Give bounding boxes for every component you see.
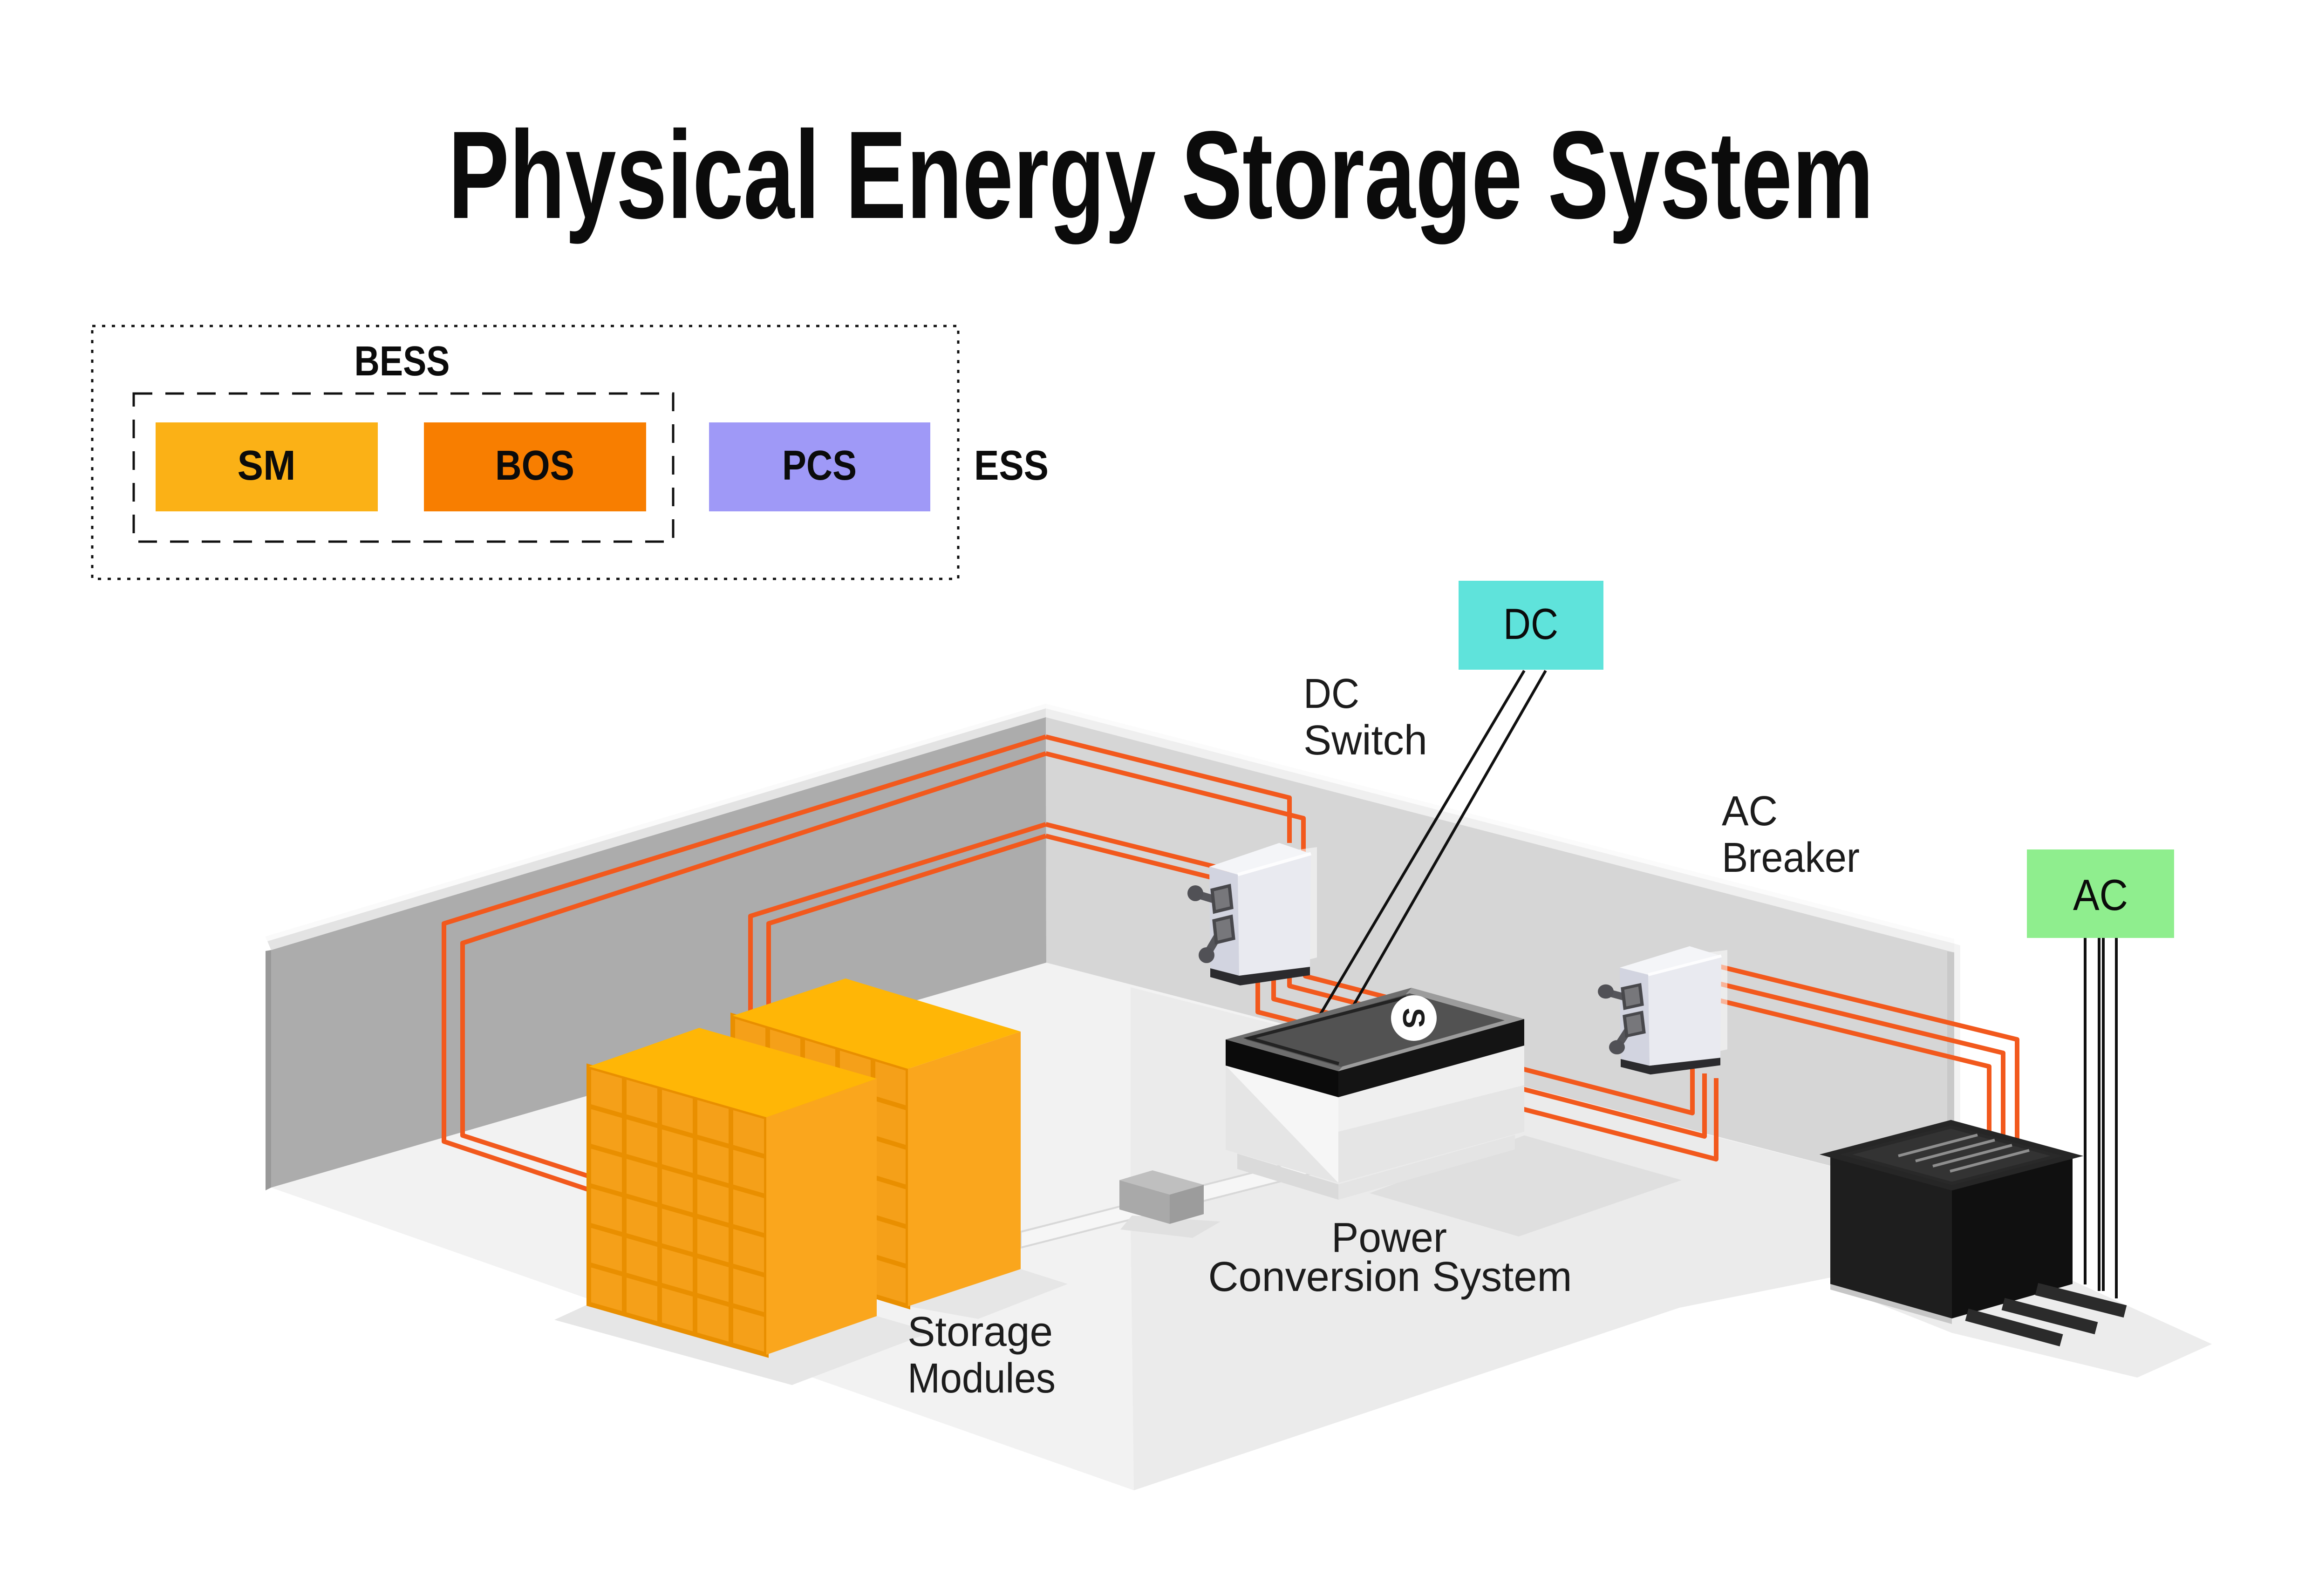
svg-text:Conversion System: Conversion System bbox=[1208, 1254, 1572, 1300]
svg-text:BESS: BESS bbox=[355, 338, 450, 385]
svg-text:Breaker: Breaker bbox=[1722, 835, 1860, 881]
svg-text:BOS: BOS bbox=[495, 442, 574, 489]
svg-text:Power: Power bbox=[1331, 1215, 1447, 1261]
svg-text:Storage: Storage bbox=[907, 1309, 1053, 1355]
svg-text:PCS: PCS bbox=[782, 442, 857, 489]
svg-text:AC: AC bbox=[2073, 870, 2128, 919]
svg-text:ESS: ESS bbox=[974, 442, 1049, 489]
svg-text:Modules: Modules bbox=[907, 1355, 1056, 1402]
svg-text:S: S bbox=[1397, 1008, 1431, 1028]
svg-text:DC: DC bbox=[1503, 599, 1558, 648]
svg-text:DC: DC bbox=[1303, 671, 1359, 717]
svg-text:Switch: Switch bbox=[1303, 717, 1427, 764]
svg-text:Physical Energy Storage System: Physical Energy Storage System bbox=[448, 105, 1874, 245]
svg-text:AC: AC bbox=[1722, 788, 1778, 835]
svg-text:SM: SM bbox=[238, 442, 296, 489]
